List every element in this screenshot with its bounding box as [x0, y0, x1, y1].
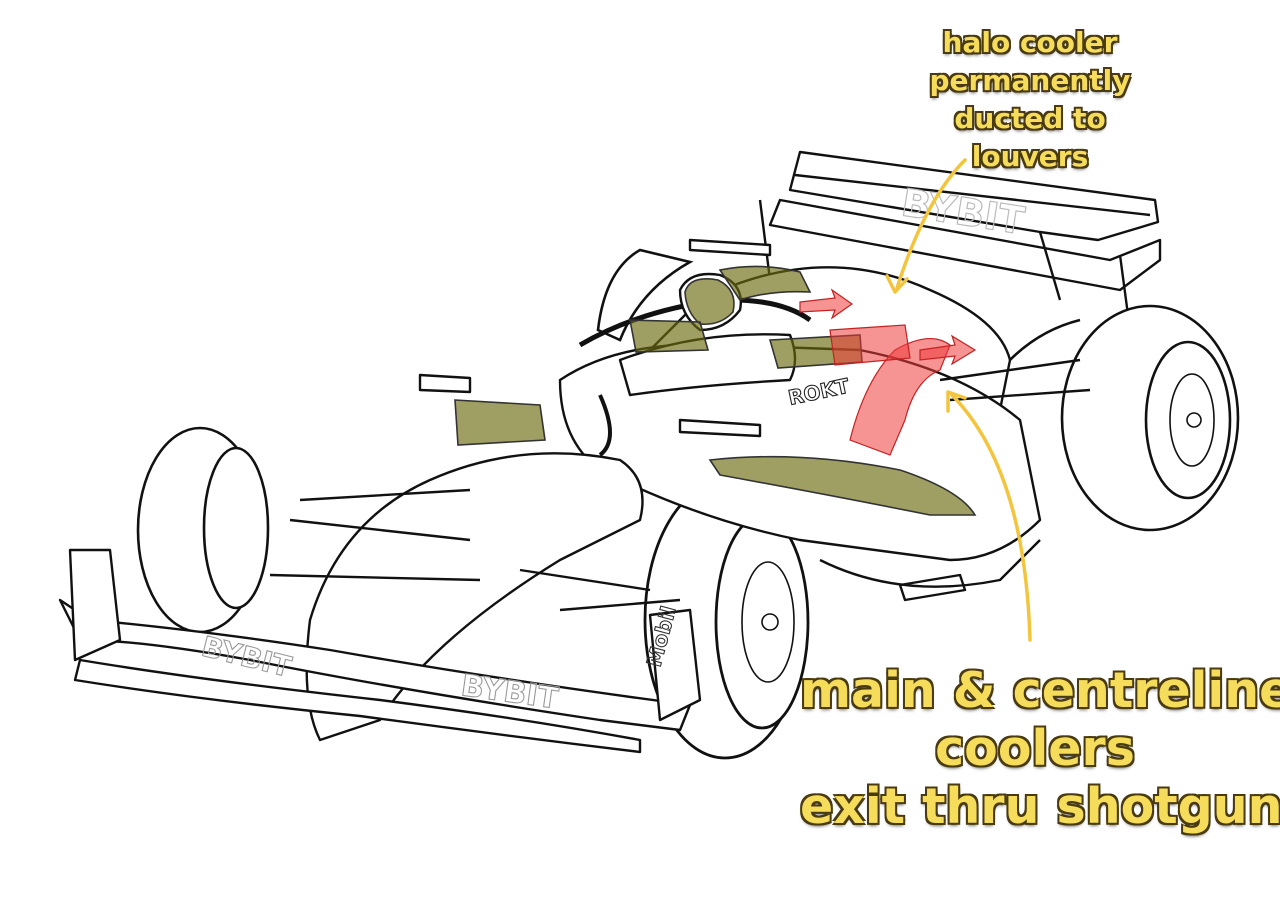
- rear-wing: BYBIT: [758, 150, 1162, 331]
- main-coolers-arrow: [950, 393, 1032, 642]
- airbox-cooler-highlight: [684, 278, 735, 326]
- halo-cooler-annotation-line-3: ducted to: [954, 102, 1106, 135]
- cooler-highlights: [454, 265, 977, 516]
- exit-arrow: [919, 334, 977, 366]
- halo-cooler-annotation-line-4: louvers: [971, 140, 1089, 173]
- main-coolers-annotation: main & centreline coolers exit thru shot…: [800, 662, 1280, 836]
- main-coolers-annotation-line-2: coolers: [935, 720, 1135, 777]
- halo-cooler-annotation-line-2: permanently: [929, 64, 1131, 97]
- halo-cooler-annotation: halo cooler permanently ducted to louver…: [905, 24, 1155, 176]
- rear-left-wheel: [596, 248, 694, 342]
- main-coolers-annotation-line-1: main & centreline: [800, 662, 1280, 719]
- main-coolers-arrowhead: [946, 390, 967, 413]
- airflow-highlights: [799, 288, 977, 456]
- rear-right-wheel: [1009, 304, 1240, 532]
- annotation-arrows: [885, 158, 1032, 642]
- front-wing-flap-livery-bybit: BYBIT: [459, 668, 561, 716]
- louver-airflow: [829, 324, 911, 366]
- shotgun-exit-airflow: [849, 338, 951, 456]
- left-sidepod-cooler-highlight: [454, 399, 546, 446]
- front-left-wheel: [136, 426, 270, 634]
- halo-cooler-annotation-line-1: halo cooler: [942, 26, 1118, 59]
- halo-cooler-highlight: [718, 265, 812, 301]
- cockpit-cooler-highlight: [629, 319, 710, 353]
- halo-cooler-arrowhead: [885, 274, 909, 294]
- main-sidepod-cooler-highlight: [708, 455, 977, 516]
- halo-duct-arrow: [799, 288, 854, 320]
- halo-cooler-arrow: [895, 158, 967, 290]
- main-coolers-annotation-line-3: exit thru shotgun: [800, 778, 1280, 835]
